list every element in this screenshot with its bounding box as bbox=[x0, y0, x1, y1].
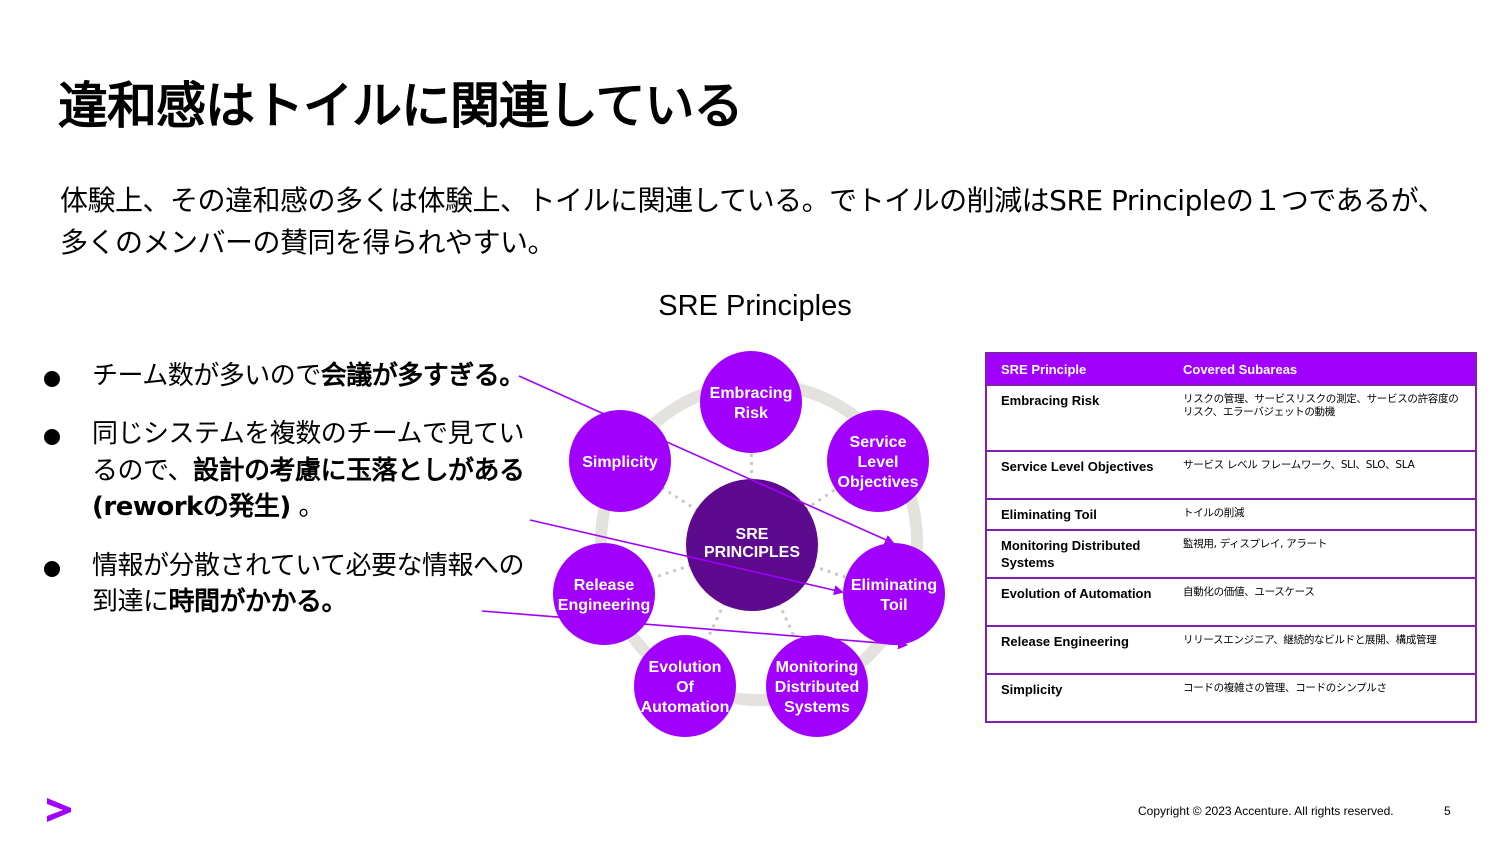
principle-node-circle bbox=[634, 635, 736, 737]
center-label: SRE bbox=[736, 526, 769, 543]
principle-node-label: Risk bbox=[734, 405, 768, 422]
principle-node-label: Toil bbox=[880, 597, 907, 614]
principle-node-label: Objectives bbox=[838, 474, 919, 491]
cell-principle: Eliminating Toil bbox=[986, 497, 1169, 531]
slide-title: 違和感はトイルに関連している bbox=[58, 77, 743, 135]
cell-principle: Evolution of Automation bbox=[986, 577, 1169, 627]
principle-node-label: Automation bbox=[641, 699, 730, 716]
center-label: PRINCIPLES bbox=[704, 544, 800, 561]
cell-principle: Simplicity bbox=[986, 673, 1169, 723]
principle-node-label: Embracing bbox=[710, 385, 793, 402]
principle-node-circle bbox=[843, 543, 945, 645]
cell-subareas: サービス レベル フレームワーク、SLI、SLO、SLA bbox=[1169, 450, 1476, 499]
table-row: Monitoring Distributed Systems 監視用, ディスプ… bbox=[986, 529, 1476, 579]
principle-node-label: Engineering bbox=[558, 597, 650, 614]
bullet-text: 同じシステムを複数のチームで見ているので、 bbox=[92, 419, 524, 486]
cell-principle: Release Engineering bbox=[986, 625, 1169, 675]
copyright-text: Copyright © 2023 Accenture. All rights r… bbox=[1138, 804, 1394, 818]
principle-node-label: Level bbox=[858, 454, 899, 471]
principle-node-label: Eliminating bbox=[851, 577, 937, 594]
principle-node-circle bbox=[766, 635, 868, 737]
principle-node-label: Systems bbox=[784, 699, 850, 716]
principle-node-label: Monitoring bbox=[776, 659, 859, 676]
principle-node-label: Of bbox=[676, 679, 694, 696]
bullet-item: チーム数が多いので会議が多すぎる。 bbox=[40, 358, 530, 394]
bullet-text: 情報が分散されていて必要な情報への到達に bbox=[92, 550, 524, 617]
principle-node-label: Distributed bbox=[775, 679, 859, 696]
cell-subareas: 自動化の価値、ユースケース bbox=[1169, 577, 1476, 627]
bullet-dot-icon bbox=[44, 560, 60, 577]
cell-subareas: トイルの削減 bbox=[1169, 497, 1476, 531]
diagram-title: SRE Principles bbox=[658, 290, 852, 322]
principle-node-circle bbox=[553, 543, 655, 645]
bullet-text-after: 。 bbox=[290, 492, 324, 523]
center-circle bbox=[686, 479, 818, 611]
bullet-item: 情報が分散されていて必要な情報への到達に時間がかかる。 bbox=[40, 548, 530, 621]
cell-principle: Monitoring Distributed Systems bbox=[986, 529, 1169, 579]
bullet-dot-icon bbox=[44, 429, 60, 446]
cell-principle: Embracing Risk bbox=[986, 384, 1169, 451]
table-row: Simplicity コードの複雑さの管理、コードのシンプルさ bbox=[986, 673, 1476, 723]
table-row: Evolution of Automation 自動化の価値、ユースケース bbox=[986, 577, 1476, 627]
principle-node-label: Release bbox=[574, 577, 635, 594]
slide-subtitle: 体験上、その違和感の多くは体験上、トイルに関連している。でトイルの削減はSRE … bbox=[60, 184, 1446, 259]
table-row: Service Level Objectives サービス レベル フレームワー… bbox=[986, 450, 1476, 499]
table-row: Release Engineering リリースエンジニア、継続的なビルドと展開… bbox=[986, 625, 1476, 675]
table-row: Eliminating Toil トイルの削減 bbox=[986, 497, 1476, 531]
principle-node-label: Simplicity bbox=[582, 454, 658, 471]
bullet-list: チーム数が多いので会議が多すぎる。 同じシステムを複数のチームで見ているので、設… bbox=[40, 358, 530, 642]
principle-nodes: EmbracingRiskServiceLevelObjectivesElimi… bbox=[553, 351, 945, 737]
bullet-dot-icon bbox=[44, 371, 60, 387]
cell-principle: Service Level Objectives bbox=[986, 450, 1169, 499]
header-principle: SRE Principle bbox=[986, 353, 1169, 385]
cell-subareas: コードの複雑さの管理、コードのシンプルさ bbox=[1169, 673, 1476, 723]
bullet-text: チーム数が多いので bbox=[92, 361, 321, 391]
page-number: 5 bbox=[1444, 804, 1451, 818]
table-header-row: SRE Principle Covered Subareas bbox=[986, 353, 1476, 385]
principle-node-label: Evolution bbox=[649, 659, 722, 676]
cell-subareas: 監視用, ディスプレイ, アラート bbox=[1169, 529, 1476, 579]
bullet-bold-text: 会議が多すぎる。 bbox=[320, 361, 526, 391]
cell-subareas: リリースエンジニア、継続的なビルドと展開、構成管理 bbox=[1169, 625, 1476, 675]
bullet-item: 同じシステムを複数のチームで見ているので、設計の考慮に玉落としがある(rewor… bbox=[40, 416, 530, 525]
principle-node-label: Service bbox=[850, 434, 907, 451]
table-row: Embracing Risk リスクの管理、サービスリスクの測定、サービスの許容… bbox=[986, 384, 1476, 451]
bullet-bold-text: 時間がかかる。 bbox=[168, 586, 348, 617]
annotation-arrows bbox=[481, 375, 908, 650]
principle-node: Simplicity bbox=[569, 410, 671, 512]
principles-table: SRE Principle Covered Subareas Embracing… bbox=[985, 352, 1477, 724]
cell-subareas: リスクの管理、サービスリスクの測定、サービスの許容度のリスク、エラーバジェットの… bbox=[1169, 384, 1476, 451]
accenture-logo-icon bbox=[47, 798, 71, 822]
header-subareas: Covered Subareas bbox=[1169, 353, 1476, 385]
principle-node-circle bbox=[700, 351, 802, 453]
bullet-bold-text: 設計の考慮に玉落としがある(reworkの発生) bbox=[92, 455, 525, 523]
